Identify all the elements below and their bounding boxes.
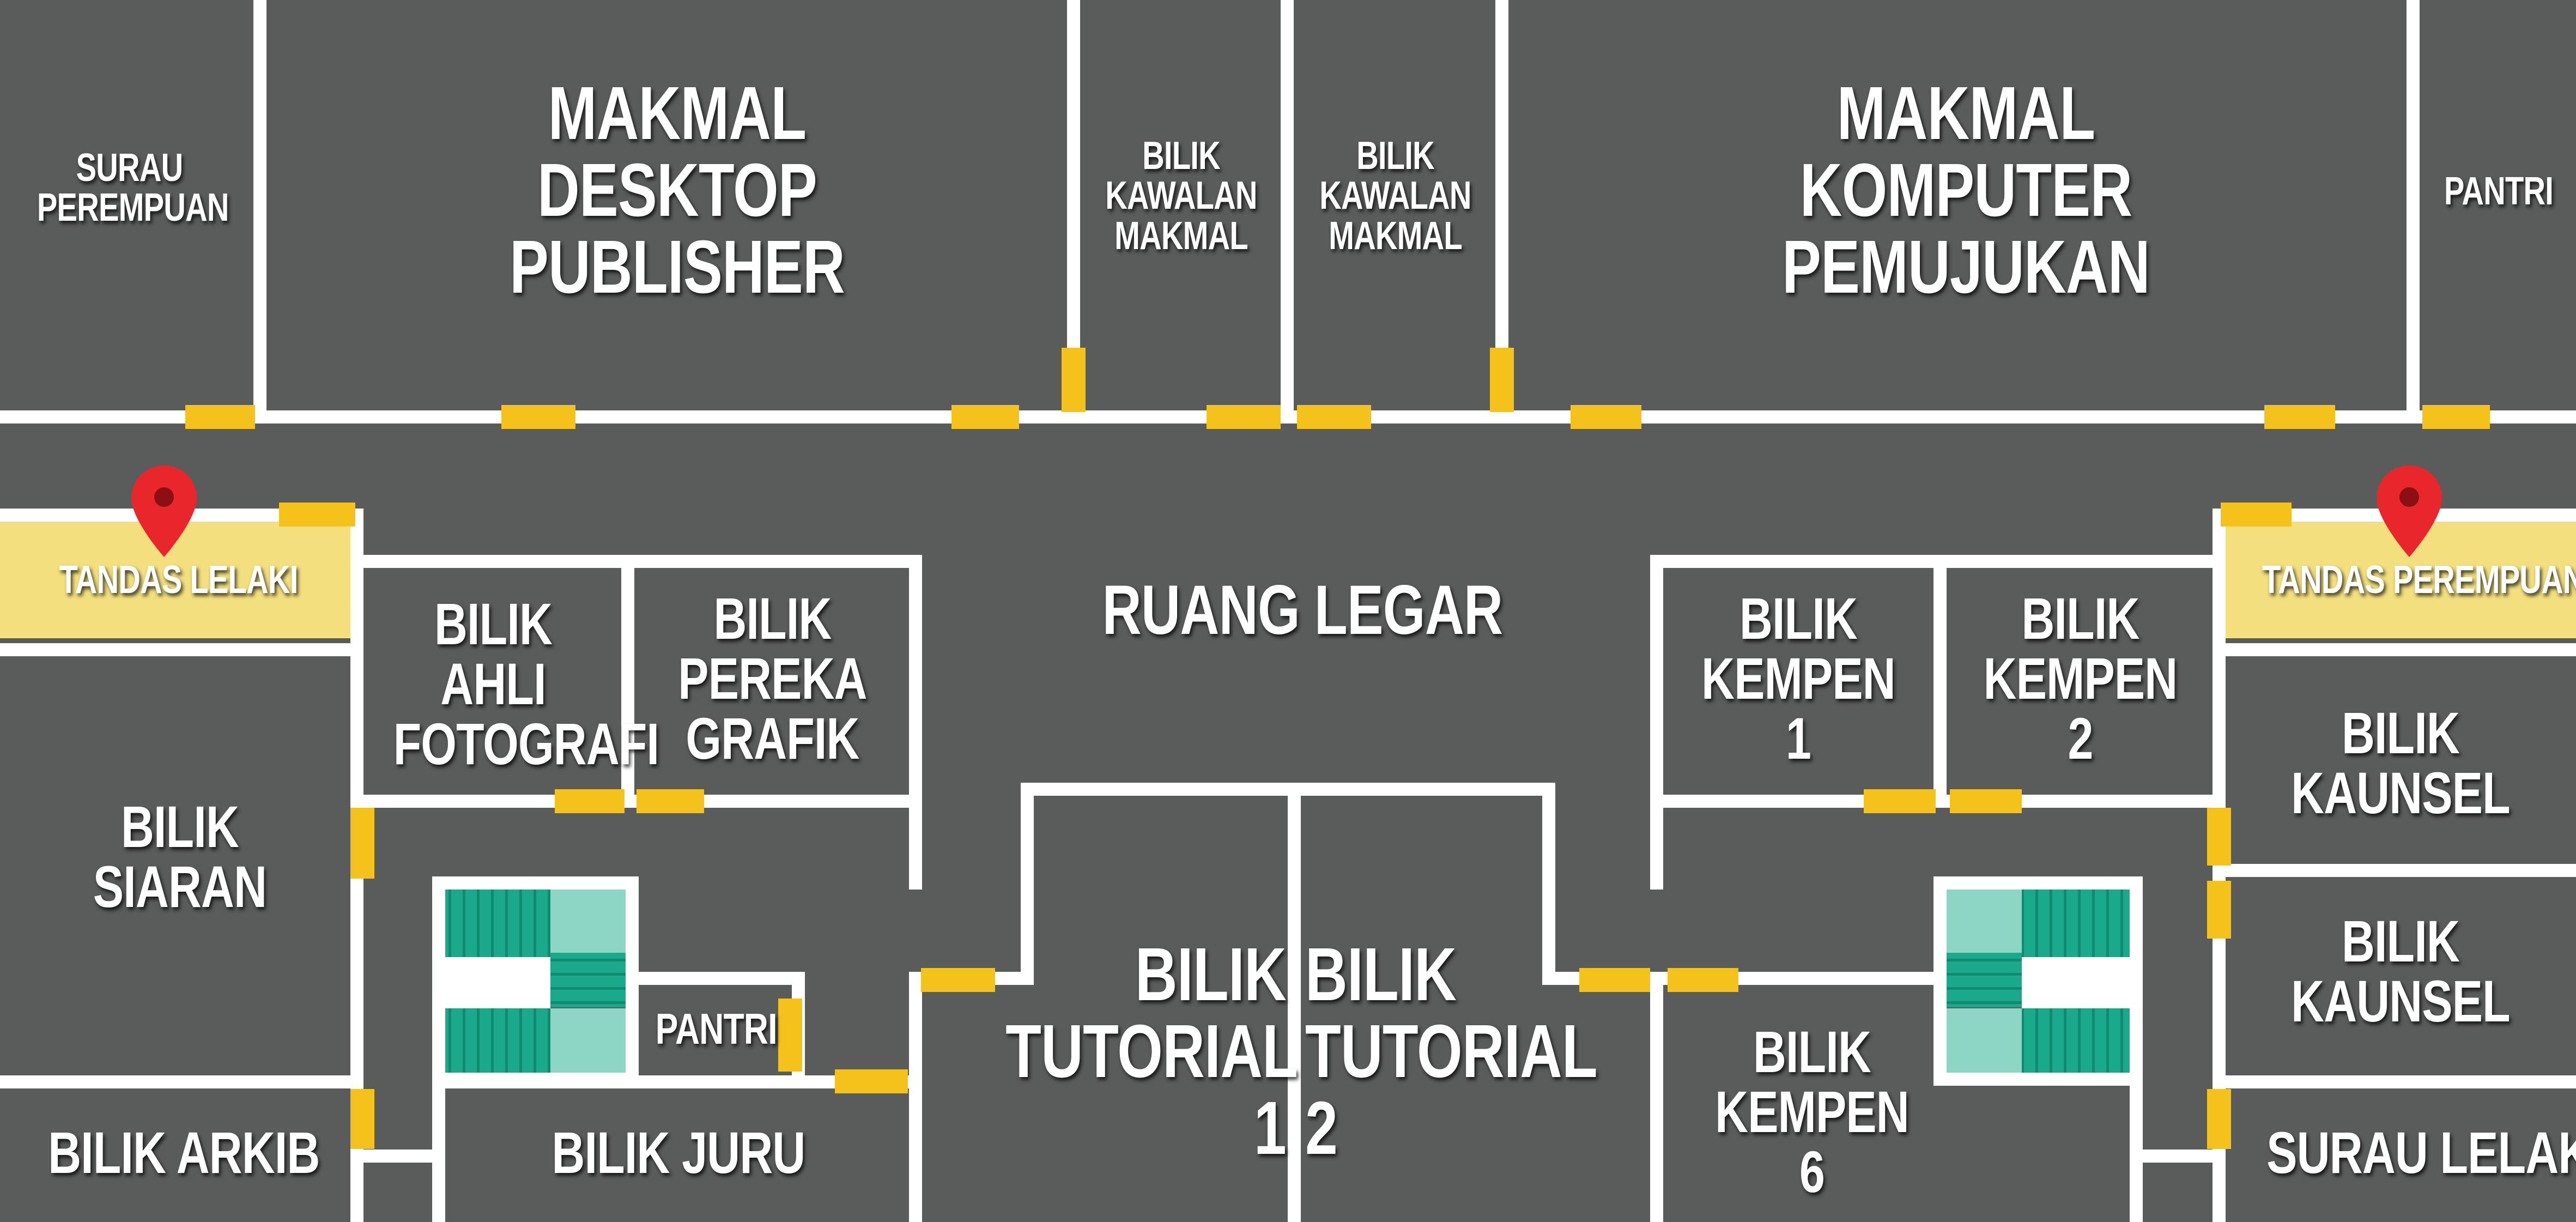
- room-surau-lelaki: SURAU LELAKI: [2266, 1120, 2576, 1185]
- room-tandas-perempuan: TANDAS PEREMPUAN: [2262, 558, 2576, 602]
- room-pantri-top: PANTRI: [2444, 170, 2554, 213]
- room-tandas-lelaki: TANDAS LELAKI: [59, 558, 298, 602]
- location-pin-icon: [131, 465, 197, 557]
- staircase-left: [445, 890, 626, 1073]
- doors: [185, 348, 2490, 1149]
- room-bilik-arkib: BILIK ARKIB: [48, 1120, 320, 1185]
- location-pin-icon: [2377, 465, 2442, 557]
- room-ruang-legar: RUANG LEGAR: [1102, 571, 1503, 649]
- room-pantri-bottom: PANTRI: [655, 1005, 778, 1053]
- staircase-right: [1947, 890, 2130, 1073]
- room-bilik-juru: BILIK JURU: [551, 1120, 806, 1185]
